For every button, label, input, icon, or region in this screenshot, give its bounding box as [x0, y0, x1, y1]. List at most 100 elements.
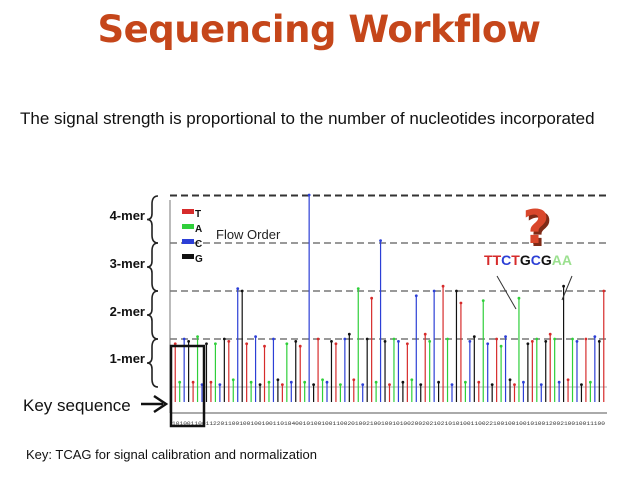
flow-bar-tip [173, 342, 177, 346]
mer-label: 2-mer [110, 304, 145, 319]
legend-swatch-G [182, 254, 194, 259]
flow-bar-tip [423, 332, 427, 336]
annotation-line [496, 275, 517, 310]
flow-bar-tip [522, 380, 525, 384]
flow-bar-tip [227, 340, 231, 343]
flow-bar-tip [410, 378, 414, 382]
flow-bar-tip [468, 340, 472, 343]
mer-brace [146, 290, 159, 340]
key-note: Key: TCAG for signal calibration and nor… [26, 447, 317, 462]
flow-bar-tip [571, 337, 574, 341]
flow-bar-tip [441, 284, 445, 288]
key-sequence-arrowhead [153, 394, 169, 414]
flow-bar-tip [437, 380, 441, 384]
flow-bar-tip [432, 289, 436, 293]
flow-bar-tip [419, 383, 423, 386]
flow-bar-tip [205, 342, 208, 346]
read-sequence-base: A [552, 252, 562, 268]
flow-bar-tip [254, 335, 257, 338]
flow-bar-tip [508, 378, 512, 382]
flow-bar-tip [481, 299, 485, 302]
flow-bar-tip [535, 337, 539, 341]
flow-bar-tip [513, 383, 516, 386]
flow-bar-tip [392, 337, 396, 341]
flow-bar-tip [334, 342, 338, 346]
flow-bar-tip [388, 383, 391, 386]
flow-order-label: Flow Order [216, 227, 281, 242]
flow-bar-tip [584, 337, 588, 341]
flow-bar-tip [307, 193, 311, 197]
flow-bar-tip [597, 340, 601, 343]
flow-bar-tip [414, 294, 418, 298]
flow-bar-tip [370, 296, 374, 300]
flow-bar-tip [486, 342, 490, 346]
flow-bar-tip [222, 337, 226, 341]
legend-swatch-A [182, 224, 194, 229]
mer-label: 3-mer [110, 256, 145, 271]
read-sequence-base: T [511, 252, 520, 268]
key-sequence-box [169, 344, 206, 428]
flow-bar-tip [450, 383, 454, 386]
flow-bar-tip [231, 378, 235, 382]
flow-bar-tip [191, 380, 195, 384]
flow-bar-tip [258, 383, 262, 386]
flow-bar-tip [504, 335, 507, 338]
read-sequence: TTCTGCGAA [484, 252, 572, 268]
flow-bar-tip [499, 344, 503, 348]
mer-label: 1-mer [110, 351, 145, 366]
flow-bar-tip [517, 296, 521, 300]
flow-bar-tip [463, 380, 467, 384]
flow-bar-tip [575, 340, 579, 343]
flow-bar-tip [602, 289, 606, 293]
legend-label-C: C [195, 239, 202, 250]
flow-bar-tip [544, 340, 548, 343]
flow-bar-tip [383, 340, 387, 343]
legend-label-G: G [195, 254, 203, 265]
flow-bar-tip [263, 344, 266, 348]
flow-bar-tip [548, 332, 552, 336]
flow-bar-tip [356, 287, 360, 290]
flow-bar-tip [477, 380, 481, 384]
read-sequence-base: C [531, 252, 541, 268]
flow-bar-tip [196, 335, 199, 338]
flow-bar-tip [236, 287, 240, 290]
flow-bar-tip [178, 380, 182, 384]
flow-bar-tip [338, 383, 342, 386]
read-sequence-base: A [562, 252, 572, 268]
flow-bar-tip [365, 337, 369, 341]
flow-bar-tip [397, 340, 400, 343]
slide-title: Sequencing Workflow [97, 8, 541, 51]
mer-label: 4-mer [110, 208, 145, 223]
legend-label-T: T [195, 209, 201, 220]
flow-bar-tip [472, 335, 476, 338]
flow-bar-tip [553, 337, 557, 341]
flow-bar-tip [316, 337, 320, 341]
legend-label-A: A [195, 224, 202, 235]
mer-brace [146, 242, 159, 292]
flow-bar-tip [347, 332, 351, 336]
flow-bar-tip [459, 301, 463, 305]
flow-bar-tip [272, 337, 275, 341]
flow-bar-tip [593, 335, 597, 338]
read-sequence-base: T [493, 252, 502, 268]
flow-bar-tip [539, 383, 543, 386]
flow-bar-tip [298, 344, 302, 348]
flow-bar-tip [209, 380, 213, 384]
flow-tick-labels: 1010011001122011001001001001101840010100… [172, 421, 605, 427]
flow-bar-tip [330, 340, 333, 343]
flow-bar-tip [218, 383, 222, 386]
flow-bar-tip [267, 380, 271, 384]
flow-bar-tip [240, 289, 244, 293]
flow-bar-tip [526, 342, 530, 346]
flow-bar-tip [276, 378, 280, 382]
flow-bar-tip [289, 380, 293, 384]
question-mark-icon: ? [523, 200, 550, 254]
mer-brace [146, 195, 159, 244]
slide-subtitle: The signal strength is proportional to t… [20, 109, 595, 128]
flow-bar-tip [490, 383, 494, 386]
flow-bar-tip [566, 378, 570, 382]
flow-bar-tip [580, 383, 583, 386]
flow-bar-tip [200, 383, 204, 386]
flow-bar-tip [379, 239, 382, 243]
flow-bar-tip [280, 383, 284, 386]
